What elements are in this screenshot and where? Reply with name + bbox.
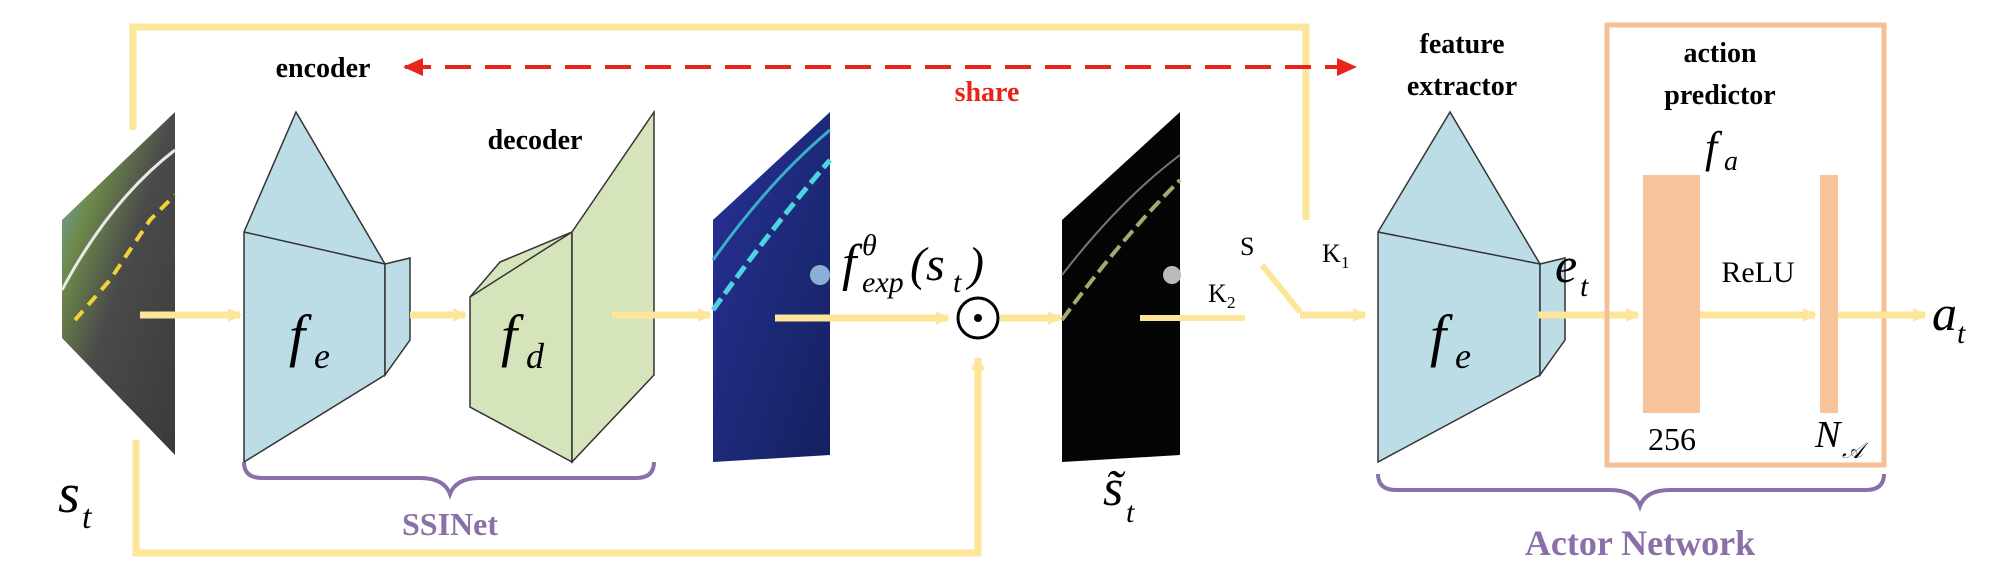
- dim-na-base: N: [1814, 414, 1843, 456]
- decoder-label: decoder: [488, 125, 583, 156]
- fexp-arg-close: ): [965, 238, 984, 291]
- encoder-block: [243, 110, 411, 464]
- fexp-sup: θ: [862, 229, 877, 262]
- ssinet-brace: [242, 461, 656, 500]
- switch-k1-base: K: [1322, 239, 1341, 268]
- st-label-base: s: [58, 463, 80, 525]
- circled-dot-icon: [956, 296, 1000, 340]
- fexp-arg-sub: t: [953, 266, 962, 299]
- masked-image: [1060, 112, 1182, 462]
- action-predictor-label-line2: predictor: [1664, 80, 1775, 111]
- action-predictor-box: [1604, 22, 1887, 468]
- fexp-arg-open: (s: [910, 238, 945, 291]
- feature-extractor-label-line1: feature: [1420, 29, 1505, 60]
- action-predictor-label-line1: action: [1683, 38, 1757, 69]
- bottom-loop-line: [132, 356, 985, 557]
- et-label-sub: t: [1580, 270, 1589, 303]
- input-image: [60, 112, 177, 455]
- fa-label-base: f: [1705, 123, 1723, 172]
- saliency-image: [710, 112, 832, 462]
- top-loop-line: [129, 23, 1310, 220]
- at-label-sub: t: [1957, 317, 1966, 350]
- switch-s-label: S: [1240, 232, 1254, 261]
- feature-extractor-block: [1377, 110, 1566, 464]
- at-label-base: a: [1932, 285, 1957, 341]
- switch-k2-sub: 2: [1227, 293, 1236, 312]
- switch-k2-base: K: [1208, 279, 1227, 308]
- decoder-block: [469, 109, 655, 464]
- st-label-sub: t: [82, 499, 93, 536]
- switch-k1-sub: 1: [1341, 253, 1350, 272]
- fexp-sub: exp: [862, 266, 904, 299]
- share-label: share: [955, 77, 1020, 108]
- actor-network-label: Actor Network: [1525, 523, 1755, 563]
- fe-extractor-sub: e: [1455, 336, 1471, 376]
- actor-network-brace: [1376, 473, 1886, 512]
- dim-256-label: 256: [1648, 421, 1696, 457]
- s-tilde-sub: t: [1126, 496, 1135, 529]
- fc-layer-256: [1643, 175, 1700, 413]
- fexp-base: f: [842, 235, 863, 292]
- fa-label-sub: a: [1724, 146, 1738, 177]
- switch-arm: [1259, 263, 1303, 314]
- relu-label: ReLU: [1721, 256, 1795, 289]
- ssinet-label: SSINet: [402, 506, 498, 542]
- fc-layer-na: [1820, 175, 1838, 413]
- fe-encoder-sub: e: [314, 336, 330, 376]
- fd-decoder-sub: d: [526, 336, 545, 376]
- dim-na-sub: 𝒜: [1842, 438, 1869, 463]
- s-tilde-base: s̃: [1103, 460, 1126, 517]
- feature-extractor-label-line2: extractor: [1407, 71, 1517, 102]
- et-label-base: e: [1555, 237, 1577, 293]
- encoder-label: encoder: [276, 53, 371, 84]
